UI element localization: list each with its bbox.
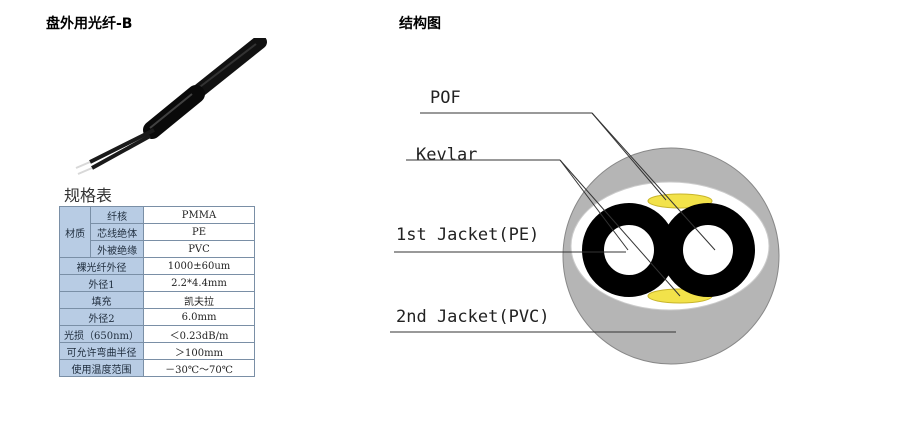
spec-label: 外径2: [58, 308, 145, 326]
spec-title: 规格表: [64, 186, 113, 205]
spec-label: 裸光纤外径: [58, 257, 145, 275]
table-row: 外径1 2.2*4.4mm: [58, 274, 256, 292]
spec-table: 材质 纤核 PMMA 芯线绝体 PE 外被绝缘 PVC 裸光纤外径 1000±6…: [58, 206, 256, 377]
spec-sub-label: 外被绝缘: [90, 240, 145, 258]
material-group-label: 材质: [58, 206, 92, 258]
right-title: 结构图: [399, 16, 441, 32]
structure-diagram: POF Kevlar 1st Jacket(PE) 2nd Jacket(PVC…: [390, 88, 780, 365]
spec-value: PVC: [143, 240, 256, 258]
table-row: 光损（650nm） ＜0.23dB/m: [58, 325, 256, 343]
spec-value: PMMA: [143, 206, 256, 224]
spec-label: 可允许弯曲半径: [58, 342, 145, 360]
spec-value: 凯夫拉: [143, 291, 256, 309]
spec-value: 2.2*4.4mm: [143, 274, 256, 292]
table-row: 裸光纤外径 1000±60um: [58, 257, 256, 275]
spec-value: 6.0mm: [143, 308, 256, 326]
table-row: 外径2 6.0mm: [58, 308, 256, 326]
spec-label: 外径1: [58, 274, 145, 292]
label-jacket2: 2nd Jacket(PVC): [396, 307, 550, 327]
spec-sub-label: 芯线绝体: [90, 223, 145, 241]
leader-lines: [390, 112, 716, 333]
cable-photo: [75, 38, 267, 175]
spec-label: 光损（650nm）: [58, 325, 145, 343]
fiber-right: [661, 203, 755, 297]
table-row: 填充 凯夫拉: [58, 291, 256, 309]
spec-value: PE: [143, 223, 256, 241]
spec-sub-label: 纤核: [90, 206, 145, 224]
spec-label: 填充: [58, 291, 145, 309]
label-pof: POF: [430, 88, 461, 108]
label-kevlar: Kevlar: [416, 145, 477, 165]
spec-value: －30℃～70℃: [143, 359, 256, 377]
spec-value: ＞100mm: [143, 342, 256, 360]
left-title: 盘外用光纤-B: [46, 16, 133, 32]
table-row: 材质 纤核 PMMA: [58, 206, 256, 258]
spec-value: ＜0.23dB/m: [143, 325, 256, 343]
table-row: 芯线绝体 PE: [60, 223, 256, 241]
spec-value: 1000±60um: [143, 257, 256, 275]
table-row: 可允许弯曲半径 ＞100mm: [58, 342, 256, 360]
table-row: 使用温度范围 －30℃～70℃: [58, 359, 256, 377]
spec-label: 使用温度范围: [58, 359, 145, 377]
label-jacket1: 1st Jacket(PE): [396, 225, 539, 245]
